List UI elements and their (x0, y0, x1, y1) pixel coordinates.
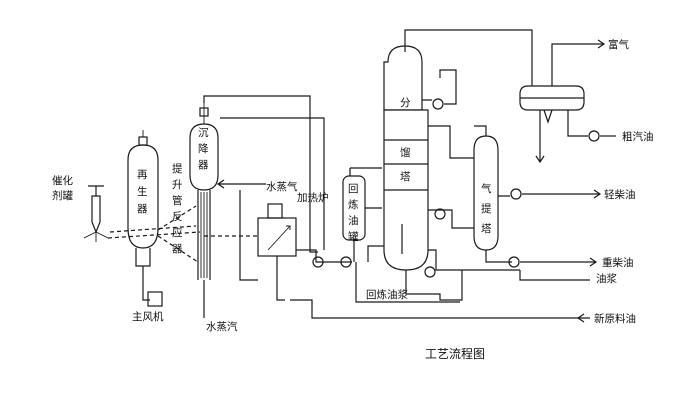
fresh-feed-arrow (576, 313, 585, 323)
regenerator: 再 生 器 (127, 130, 159, 301)
regenerator-label-2: 生 (137, 185, 148, 198)
heavy-diesel-label: 重柴油 (602, 256, 634, 269)
spent-catalyst-line (157, 205, 197, 231)
catalyst-tank-label-2: 剂罐 (52, 189, 73, 202)
slurry-line (519, 270, 590, 281)
settler-label-2: 降 (198, 142, 209, 155)
regenerated-catalyst-line (157, 235, 199, 263)
fractionator-top-label: 分 (400, 97, 411, 109)
settler: 沉 降 器 (189, 103, 219, 191)
riser-label-6: 器 (172, 243, 183, 255)
fresh-feed-label: 新原料油 (594, 312, 636, 325)
catalyst-transfer-line-2 (107, 231, 201, 239)
heating-furnace: 加热炉 (257, 191, 352, 301)
stripper: 气 提 塔 (473, 125, 540, 263)
light-diesel-label: 轻柴油 (604, 188, 636, 201)
feed-preheat-line (239, 190, 258, 281)
recycle-tank-label-4: 罐 (348, 230, 359, 243)
main-blower-label: 主风机 (132, 310, 164, 323)
riser-label-5: 应 (172, 226, 183, 239)
catalyst-transfer-line-1 (109, 225, 197, 233)
catalyst-tank: 催化 剂罐 (52, 174, 109, 242)
reactor-vapor-line-2 (220, 117, 325, 250)
steam-bottom-label: 水蒸汽 (206, 320, 238, 333)
catalyst-tank-label-1: 催化 (52, 174, 73, 187)
settler-label-3: 器 (198, 159, 209, 171)
riser-label-3: 管 (172, 194, 183, 207)
stripper-label-2: 提 (481, 203, 492, 215)
heavy-diesel-pump (508, 256, 520, 268)
diagram-caption: 工艺流程图 (425, 346, 485, 361)
recycle-tank-label-2: 炼 (348, 198, 359, 211)
steam-mid-label: 水蒸气 (266, 180, 298, 193)
fractionator-body-label-2: 塔 (400, 170, 411, 183)
regenerator-label-1: 再 (137, 169, 148, 181)
regenerator-label-3: 器 (137, 203, 148, 215)
light-diesel-arrow (540, 189, 602, 199)
recycle-tank-label-1: 回 (348, 183, 359, 195)
steam-mid-line (216, 179, 266, 189)
stripper-label-3: 塔 (481, 222, 492, 235)
recycle-slurry-line (355, 262, 460, 303)
reactor-vapor-line (203, 95, 318, 253)
slurry-oil-label: 油浆 (596, 272, 617, 285)
settler-label-1: 沉 (198, 126, 209, 139)
overhead-separator (519, 43, 616, 164)
rich-gas-label: 富气 (608, 38, 629, 51)
riser-label-4: 反 (172, 211, 183, 223)
fractionator-body-label-1: 馏 (400, 146, 411, 159)
rich-gas-arrow (586, 39, 606, 49)
heavy-diesel-arrow (520, 257, 598, 267)
recycle-tank-label-3: 油 (348, 214, 359, 227)
recycle-oil-tank: 回 炼 油 罐 (312, 167, 382, 268)
stripper-label-1: 气 (481, 182, 492, 195)
riser-reactor: 提 升 管 反 应 器 (172, 163, 211, 280)
riser-label-2: 升 (172, 179, 183, 191)
fractionator: 分 馏 塔 (367, 29, 533, 301)
recycle-slurry-label: 回炼油浆 (366, 288, 408, 301)
main-blower: 主风机 (132, 291, 164, 323)
heater-label: 加热炉 (297, 191, 329, 204)
fresh-feed-line (290, 299, 590, 319)
riser-label-1: 提 (172, 163, 183, 175)
crude-gasoline-label: 粗汽油 (622, 130, 654, 143)
